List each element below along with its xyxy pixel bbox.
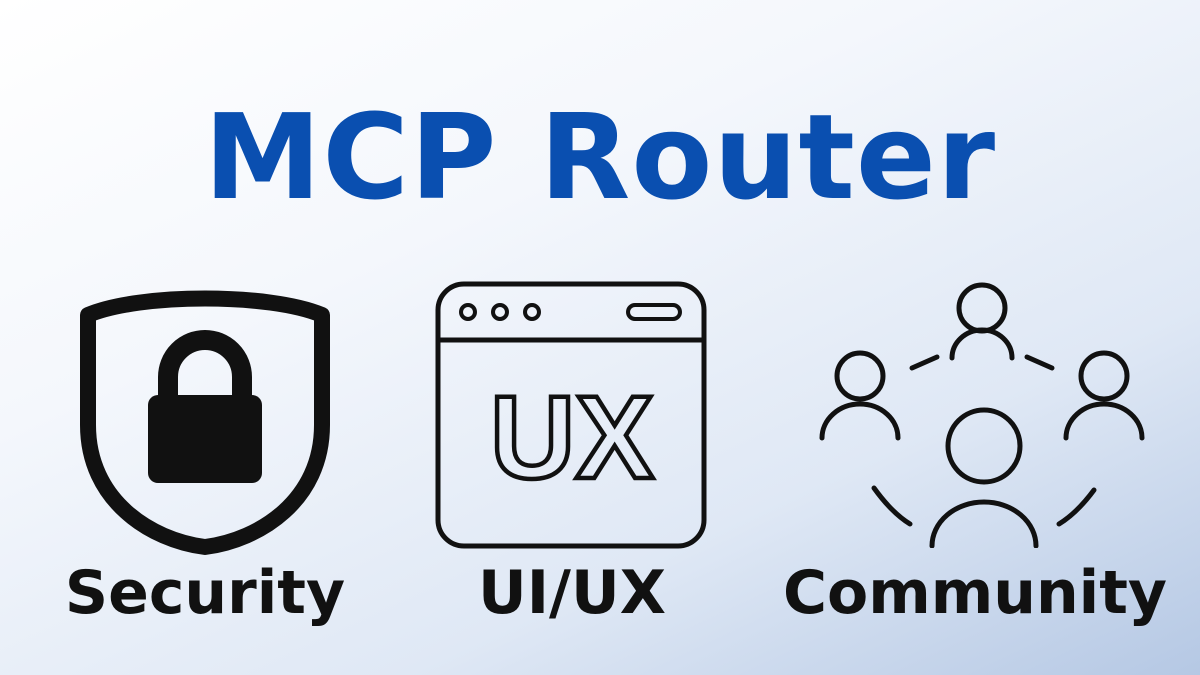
shield-lock-icon bbox=[80, 290, 330, 555]
feature-label-uiux: UI/UX bbox=[478, 558, 666, 628]
feature-label-community: Community bbox=[782, 558, 1168, 628]
page-title: MCP Router bbox=[203, 88, 997, 226]
browser-window-ux-icon: UX bbox=[435, 281, 707, 549]
window-dot-icon bbox=[459, 303, 477, 321]
ux-window-text: UX bbox=[490, 372, 654, 504]
window-dot-icon bbox=[523, 303, 541, 321]
window-dot-icon bbox=[491, 303, 509, 321]
people-network-icon bbox=[819, 282, 1145, 548]
feature-label-security: Security bbox=[64, 558, 346, 628]
